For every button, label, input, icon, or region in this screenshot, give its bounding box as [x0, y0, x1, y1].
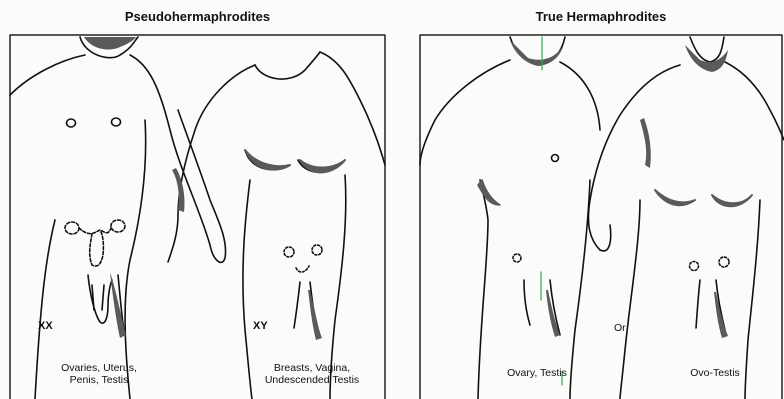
caption-xx-line1: Ovaries, Uterus,: [44, 362, 154, 374]
caption-xx: Ovaries, Uterus, Penis, Testis: [44, 362, 154, 386]
figure-xy-left-testis: [284, 247, 294, 257]
figure-xx-right-nipple: [112, 118, 121, 126]
figure-ovary-testis-chest-shading: [478, 180, 500, 205]
karyotype-label-xx: XX: [38, 320, 53, 332]
caption-ovary-testis: Ovary, Testis: [496, 367, 578, 379]
figure-ovary-testis-nipple: [552, 155, 559, 162]
figure-xy-left-breast-shading: [245, 150, 290, 170]
figure-xy-leg-shading: [308, 290, 322, 340]
caption-xy: Breasts, Vagina, Undescended Testis: [247, 362, 377, 386]
figure-ovary-testis-gonad: [513, 254, 521, 262]
figure-xx-uterus-outline: [65, 220, 125, 266]
figure-ovo-testis-leg-shading: [714, 292, 728, 338]
caption-ovo-testis: Ovo-Testis: [678, 367, 752, 379]
caption-xy-line1: Breasts, Vagina,: [247, 362, 377, 374]
figure-xy-right-testis: [312, 245, 322, 255]
caption-xx-line2: Penis, Testis: [44, 374, 154, 386]
figure-ovo-testis-left-breast-shading: [655, 190, 695, 205]
figure-xy-body: [168, 52, 385, 399]
figure-ovary-testis-body: [420, 37, 600, 399]
figure-xx-left-nipple: [67, 119, 76, 127]
left-panel-frame: [10, 35, 385, 399]
figure-xx-neck-shading: [84, 37, 136, 50]
right-panel-frame: [420, 35, 782, 399]
figure-ovary-testis-leg-shading: [546, 290, 560, 337]
caption-xy-line2: Undescended Testis: [247, 374, 377, 386]
figure-xy-vagina-outline: [296, 266, 309, 272]
figure-ovo-testis-right-gonad: [719, 257, 729, 267]
figure-xx-body: [10, 37, 226, 399]
figure-xy-right-breast-shading: [300, 160, 345, 172]
figure-ovary-testis-neck-shading: [510, 40, 564, 66]
figure-ovo-testis-left-gonad: [690, 262, 699, 271]
karyotype-label-xy: XY: [253, 320, 268, 332]
separator-or: Or: [614, 322, 626, 334]
figure-ovo-testis-right-breast-shading: [712, 195, 752, 206]
figure-ovo-testis-arm-shading: [640, 118, 651, 168]
figure-ovo-testis-body: [588, 37, 784, 399]
